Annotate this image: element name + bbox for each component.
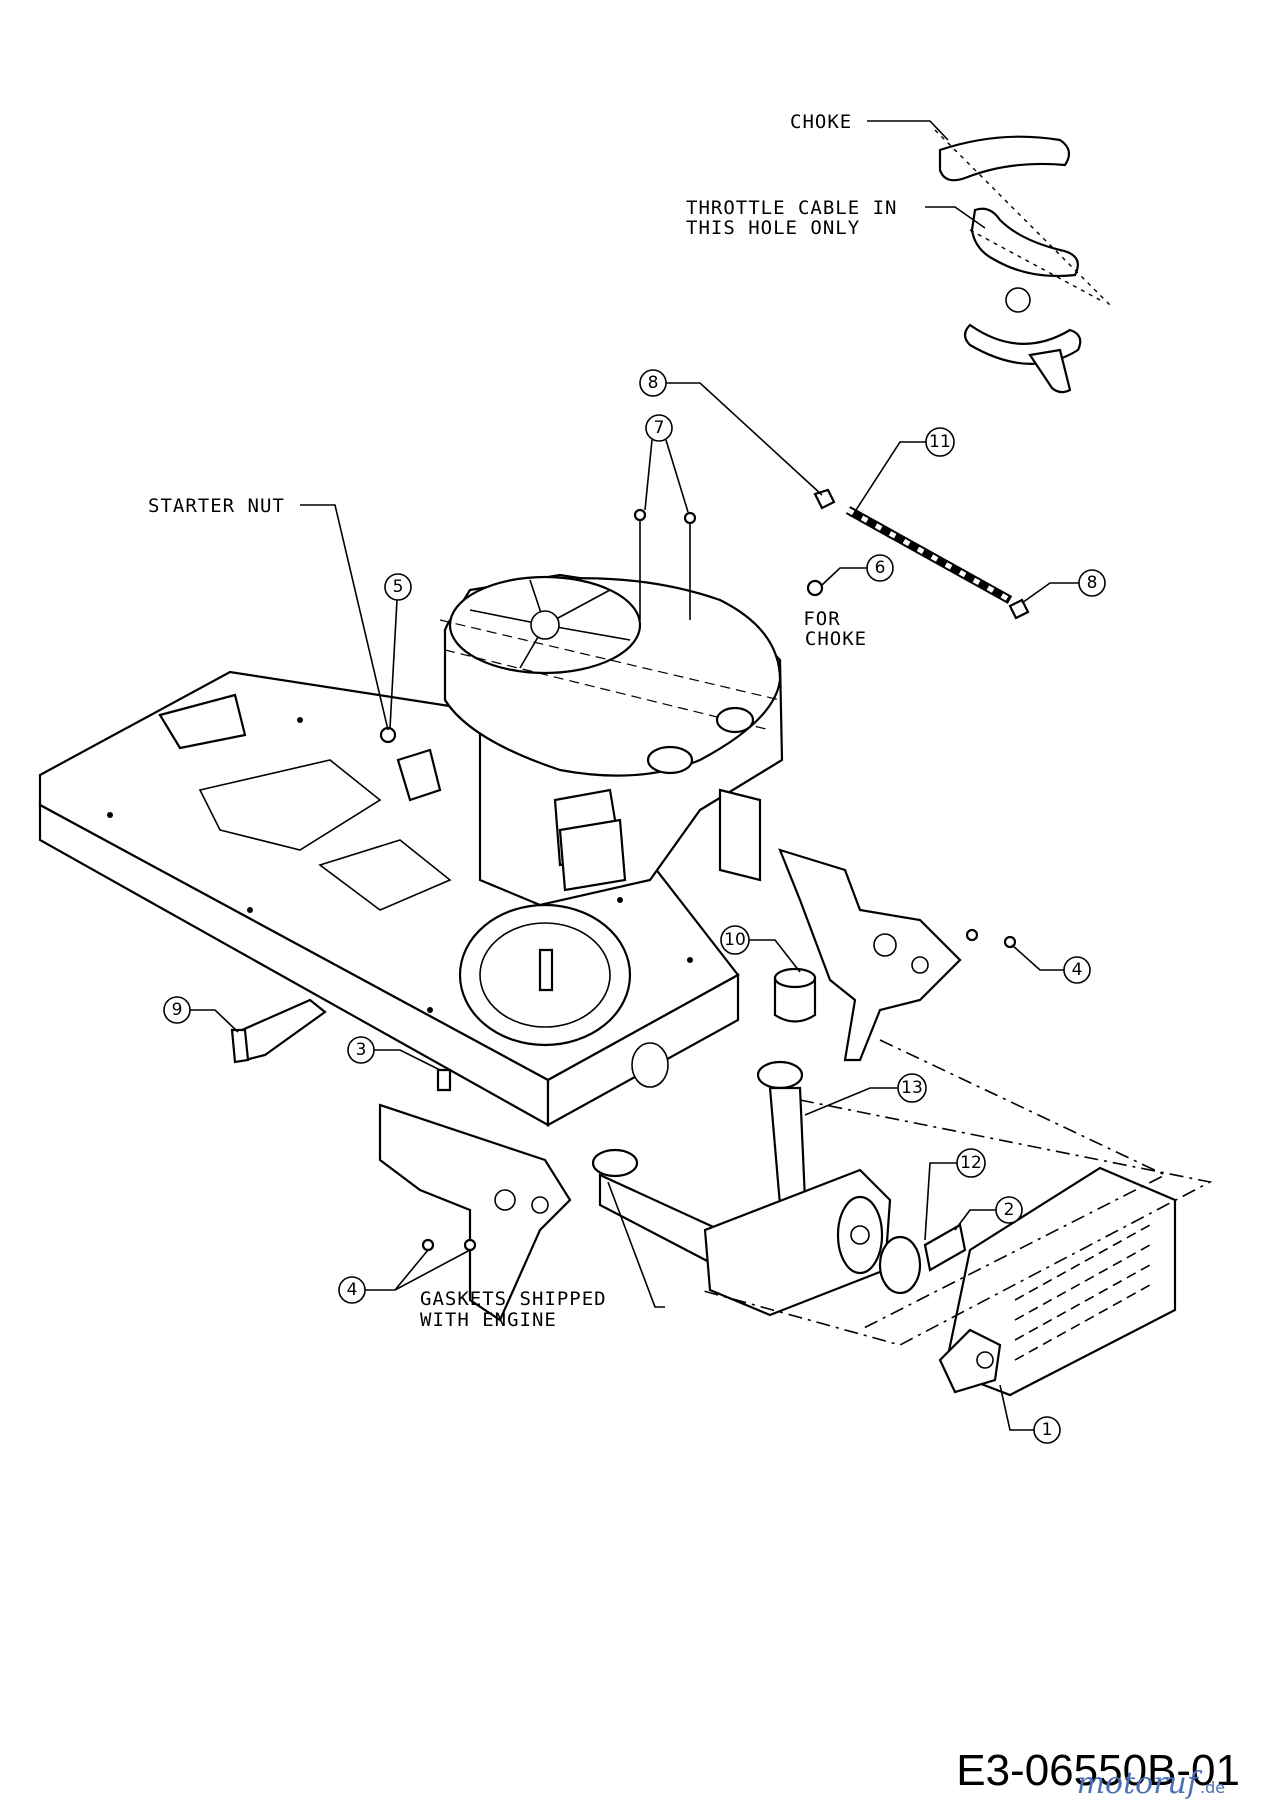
svg-text:12: 12 (960, 1153, 982, 1173)
exhaust-system (591, 1060, 967, 1317)
frame-cutout-left (198, 759, 382, 851)
callout-10: 10 (720, 925, 801, 973)
callout-8-lower: 8 (1021, 569, 1106, 604)
gaskets-leader (607, 1181, 665, 1308)
watermark-logo: motoruf (1077, 1766, 1203, 1800)
svg-text:2: 2 (1004, 1200, 1015, 1220)
gaskets-label-line2: WITH ENGINE (420, 1309, 557, 1331)
exhaust-pipe-lower (598, 1173, 722, 1267)
callout-11: 11 (855, 427, 955, 511)
callout-4-lower: 4 (338, 1249, 471, 1304)
cable-clip-8-upper (813, 488, 836, 510)
cable-clip-8-lower (1008, 598, 1030, 620)
for-choke-label-line2: CHOKE (805, 628, 867, 650)
bolt-3 (436, 1068, 452, 1092)
svg-text:4: 4 (347, 1280, 358, 1300)
callout-9: 9 (163, 996, 239, 1033)
exhaust-flange-lower (591, 1148, 639, 1178)
carburetor (718, 788, 762, 882)
callout-7: 7 (644, 414, 689, 513)
starter-nut-5 (379, 726, 397, 744)
gaskets-label-line1: GASKETS SHIPPED (420, 1288, 607, 1310)
wire-clip-7-right (683, 511, 697, 525)
for-choke-label-line1: FOR (803, 608, 840, 630)
exhaust-flange-upper (756, 1060, 804, 1090)
exhaust-pipe-13 (768, 1086, 807, 1207)
callout-5: 5 (384, 573, 412, 729)
spacer-10 (773, 967, 817, 1023)
muffler-guard-1 (938, 1166, 1177, 1397)
frame-bracket-rear (158, 693, 247, 750)
svg-text:10: 10 (724, 930, 746, 950)
choke-cable-part-11 (845, 506, 1013, 604)
spark-arrestor-12 (878, 1235, 922, 1295)
bracket-plate-right (778, 848, 962, 1062)
engine (379, 508, 784, 907)
svg-text:1: 1 (1042, 1420, 1053, 1440)
choke-lever (938, 135, 1071, 182)
bracket-plate-left (378, 1103, 572, 1322)
crankshaft (538, 948, 554, 992)
svg-text:9: 9 (172, 1000, 183, 1020)
throttle-cable-label-line2: THIS HOLE ONLY (686, 217, 860, 239)
engine-grille (558, 818, 627, 892)
alignment-line-b (859, 1039, 1167, 1331)
watermark-suffix: .de (1200, 1778, 1225, 1797)
callout-8-upper: 8 (639, 369, 823, 496)
svg-text:8: 8 (1087, 573, 1098, 593)
throttle-choke-detail (867, 120, 1111, 394)
svg-text:3: 3 (356, 1040, 367, 1060)
callout-1: 1 (999, 1384, 1061, 1444)
svg-text:5: 5 (393, 577, 404, 597)
nut-4-right-a (965, 928, 979, 942)
throttle-pivot-hole (1005, 287, 1031, 313)
gasket-2 (923, 1223, 967, 1272)
callout-13: 13 (804, 1073, 927, 1116)
starter-nut-label: STARTER NUT (148, 495, 285, 517)
flywheel-spokes (469, 579, 631, 669)
callout-4-upper: 4 (1011, 944, 1091, 984)
right-mounting-bracket (778, 848, 1017, 1062)
guard-mount-bracket (938, 1328, 1002, 1394)
starter-nut-leader (300, 504, 389, 731)
choke-cable-assembly (806, 488, 1030, 620)
throttle-leader (925, 206, 986, 229)
svg-text:6: 6 (875, 558, 886, 578)
diagram-code: E3-06550B-01 (956, 1746, 1240, 1795)
callout-12: 12 (924, 1148, 986, 1241)
wire-clip-7-left (633, 508, 647, 522)
frame-front-hole (631, 1042, 669, 1088)
choke-leader (867, 120, 949, 141)
alignment-line-a (699, 1099, 1213, 1346)
guard-louvers (1014, 1224, 1151, 1361)
throttle-cable (969, 229, 1101, 301)
svg-text:4: 4 (1072, 960, 1083, 980)
throttle-control-wires (639, 518, 691, 620)
svg-text:11: 11 (929, 432, 951, 452)
callout-2: 2 (954, 1196, 1023, 1231)
frame-cutout-center (318, 839, 452, 911)
callout-3: 3 (347, 1036, 441, 1071)
oil-fill-cap (715, 706, 755, 734)
heat-shield-9 (240, 998, 327, 1062)
dipstick-cap (646, 745, 694, 775)
nut-4-left-b (463, 1238, 477, 1252)
tractor-frame (38, 670, 740, 1127)
throttle-cable-label-line1: THROTTLE CABLE IN (686, 197, 897, 219)
starter-motor (396, 748, 442, 802)
svg-text:8: 8 (648, 373, 659, 393)
svg-text:7: 7 (654, 418, 665, 438)
choke-nut-6 (806, 579, 824, 597)
svg-text:13: 13 (901, 1078, 923, 1098)
left-mounting-bracket (230, 998, 572, 1322)
callout-6: 6 (821, 554, 894, 586)
choke-label: CHOKE (790, 111, 852, 133)
nut-4-left-a (421, 1238, 435, 1252)
throttle-lever (970, 207, 1079, 278)
throttle-arm (1028, 348, 1072, 394)
